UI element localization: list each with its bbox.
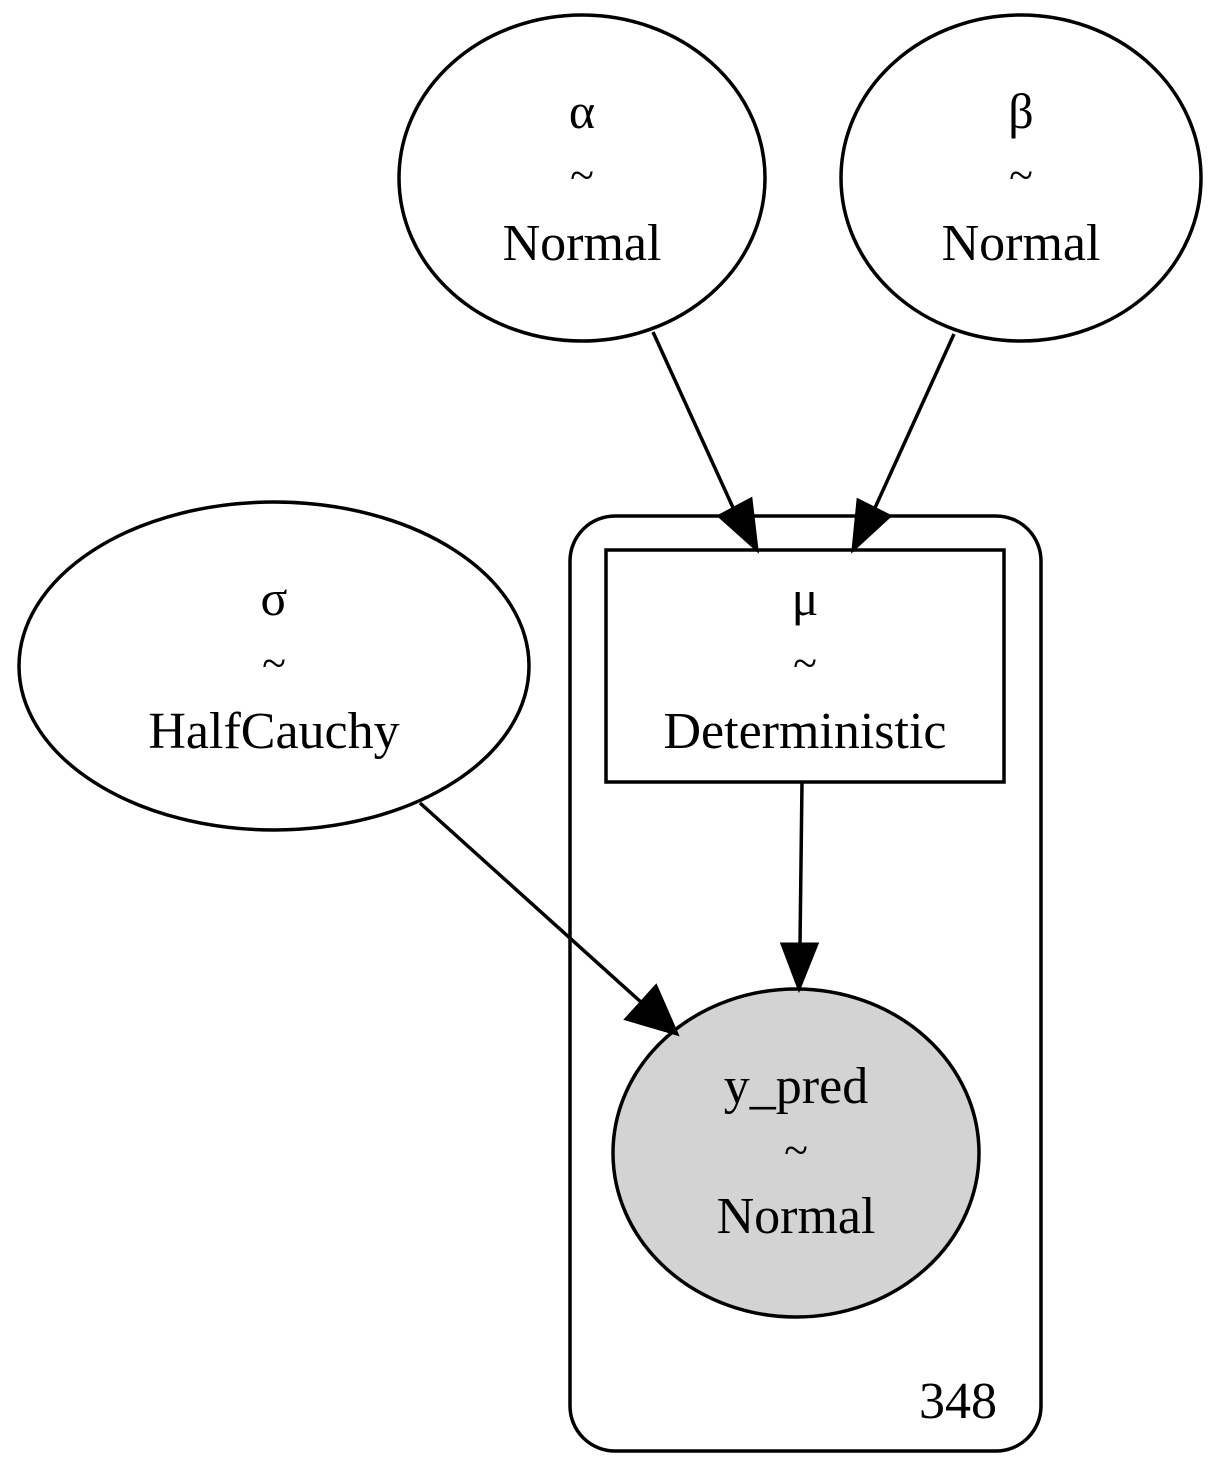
node-mu-tilde: ~ (793, 639, 817, 688)
node-y-pred-tilde: ~ (784, 1126, 808, 1175)
node-alpha: α ~ Normal (397, 13, 767, 343)
edge-alpha-mu-arrowhead (716, 496, 759, 554)
node-mu-dist: Deterministic (663, 703, 946, 760)
edge-alpha-mu (651, 331, 759, 554)
edge-mu-y-pred (779, 781, 820, 994)
node-alpha-tilde: ~ (570, 151, 594, 200)
node-y-pred-name: y_pred (724, 1058, 868, 1115)
edge-beta-mu-arrowhead (851, 497, 893, 554)
node-sigma-dist: HalfCauchy (148, 703, 399, 760)
node-sigma-tilde: ~ (262, 639, 286, 688)
edge-beta-mu (851, 333, 956, 554)
node-beta-name: β (1008, 83, 1033, 139)
node-sigma-name: σ (261, 570, 288, 626)
node-beta: β ~ Normal (839, 13, 1203, 343)
node-alpha-name: α (569, 83, 595, 139)
edge-sigma-y-pred-arrowhead (623, 983, 680, 1037)
node-sigma: σ ~ HalfCauchy (17, 500, 531, 832)
node-alpha-dist: Normal (503, 215, 662, 272)
node-y-pred: y_pred ~ Normal (611, 987, 981, 1319)
node-mu: μ ~ Deterministic (604, 548, 1006, 784)
node-mu-name: μ (792, 570, 819, 626)
node-beta-tilde: ~ (1009, 151, 1033, 200)
plate-label: 348 (919, 1373, 997, 1430)
edge-mu-y-pred-arrowhead (779, 942, 820, 994)
node-beta-dist: Normal (942, 215, 1101, 272)
edge-sigma-y-pred (418, 801, 680, 1037)
node-y-pred-dist: Normal (717, 1188, 876, 1245)
plate-348 (568, 514, 1043, 1453)
